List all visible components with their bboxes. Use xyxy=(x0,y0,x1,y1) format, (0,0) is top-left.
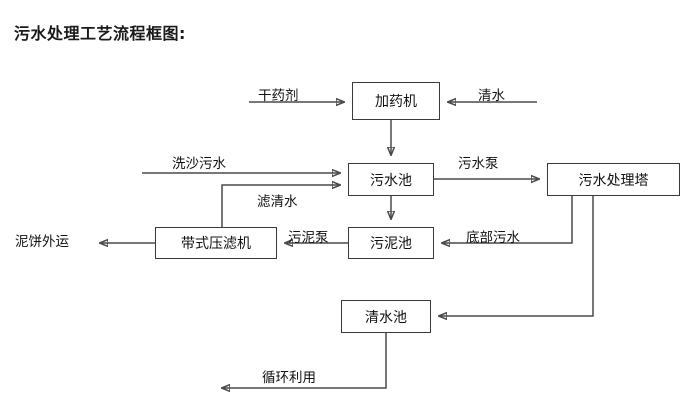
node-dosing-machine-label: 加药机 xyxy=(375,94,417,110)
edge-label-filtered-water: 滤清水 xyxy=(257,194,298,210)
edge-label-sewage-pump: 污水泵 xyxy=(458,156,499,172)
node-sewage-pool[interactable]: 污水池 xyxy=(348,163,434,196)
node-clear-water-pool[interactable]: 清水池 xyxy=(341,300,431,333)
edge-tower-to-clear-water-pool xyxy=(439,196,594,316)
node-dosing-machine[interactable]: 加药机 xyxy=(352,82,440,120)
node-clear-water-pool-label: 清水池 xyxy=(365,309,407,326)
edge-filtered-water-to-sewage-pool xyxy=(221,185,340,227)
node-sludge-pool-label: 污泥池 xyxy=(370,236,412,252)
node-belt-filter-press[interactable]: 带式压滤机 xyxy=(155,227,277,259)
page-title: 污水处理工艺流程框图: xyxy=(14,24,186,43)
edge-clear-water-pool-to-recycle xyxy=(222,333,387,388)
terminal-label-mud-cake-out: 泥饼外运 xyxy=(15,234,69,250)
node-belt-filter-press-label: 带式压滤机 xyxy=(181,236,251,252)
edge-label-sand-wash-sewage: 洗沙污水 xyxy=(172,156,226,172)
edge-label-recycle-reuse: 循环利用 xyxy=(262,370,316,386)
edge-bottom-sewage-to-sludge-pool xyxy=(442,196,573,243)
edge-label-bottom-sewage: 底部污水 xyxy=(466,230,520,246)
edge-label-clean-water: 清水 xyxy=(478,88,505,104)
node-treatment-tower-label: 污水处理塔 xyxy=(578,172,649,189)
node-sewage-pool-label: 污水池 xyxy=(370,172,412,189)
node-sludge-pool[interactable]: 污泥池 xyxy=(348,227,434,259)
edge-label-sludge-pump: 污泥泵 xyxy=(288,230,329,246)
edge-label-dry-chemical: 干药剂 xyxy=(258,88,299,104)
node-treatment-tower[interactable]: 污水处理塔 xyxy=(547,163,680,196)
